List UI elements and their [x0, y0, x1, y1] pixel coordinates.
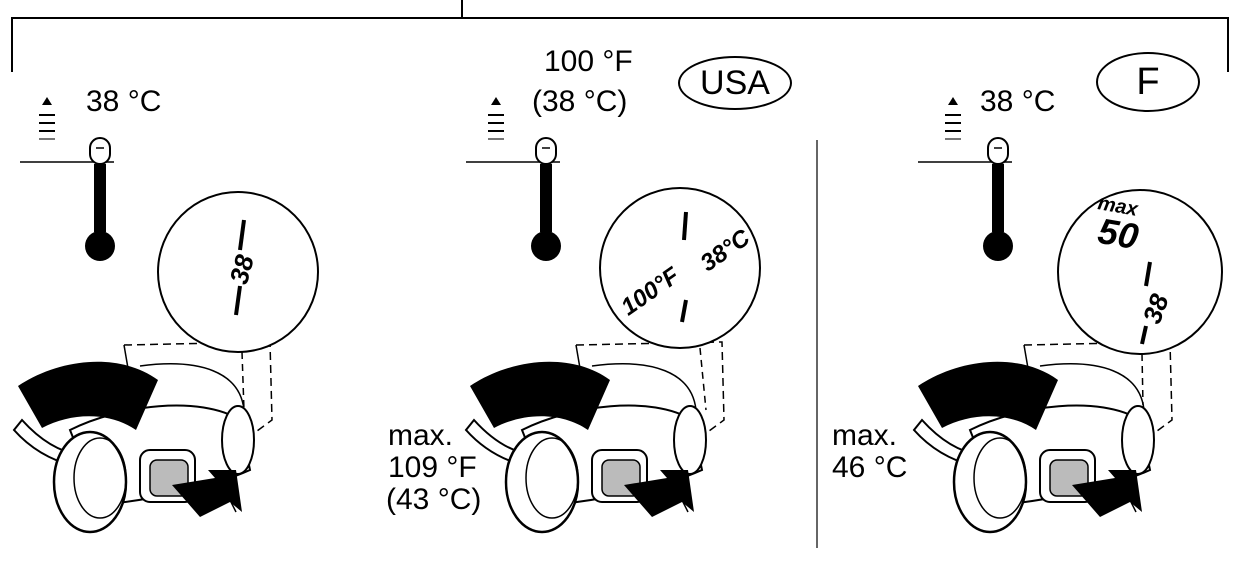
panel-2-temp-label-c: (38 °C)	[532, 85, 628, 118]
badge-usa: USA	[678, 56, 792, 110]
panel-1-drawing	[12, 96, 319, 534]
panel-3-max-line-1: max.	[832, 419, 898, 452]
dial-label: 50	[1095, 210, 1142, 257]
panel-2-max-line-1: max.	[388, 419, 454, 452]
badge-f: F	[1096, 52, 1200, 112]
panel-2-max-line-3: (43 °C)	[386, 483, 482, 516]
panel-1-temp-label: 38 °C	[86, 85, 162, 118]
panel-2-temp-label-f: 100 °F	[544, 45, 633, 78]
panel-3-max-line-2: 46 °C	[832, 451, 908, 484]
panel-2-max-line-2: 109 °F	[388, 451, 477, 484]
panel-3-temp-label: 38 °C	[980, 85, 1056, 118]
panel-2-drawing	[464, 96, 761, 534]
panel-3-drawing	[912, 96, 1223, 534]
